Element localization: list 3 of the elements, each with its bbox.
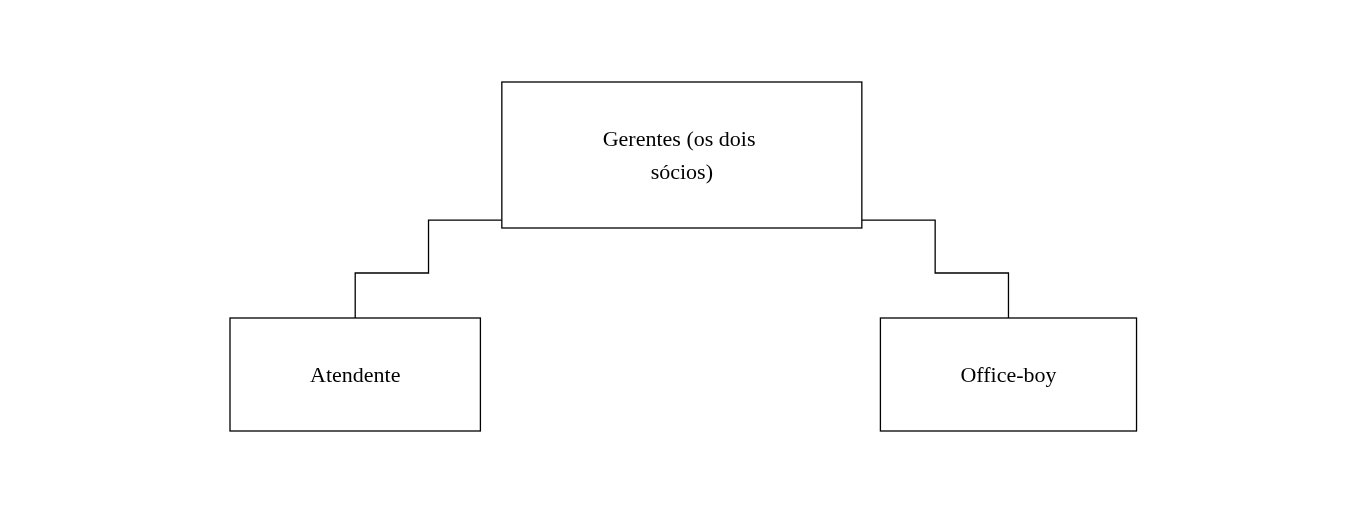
node-box: Atendente: [229, 317, 481, 432]
node-box: Office-boy: [879, 317, 1137, 432]
node-box: Gerentes (os dois sócios): [500, 81, 863, 229]
